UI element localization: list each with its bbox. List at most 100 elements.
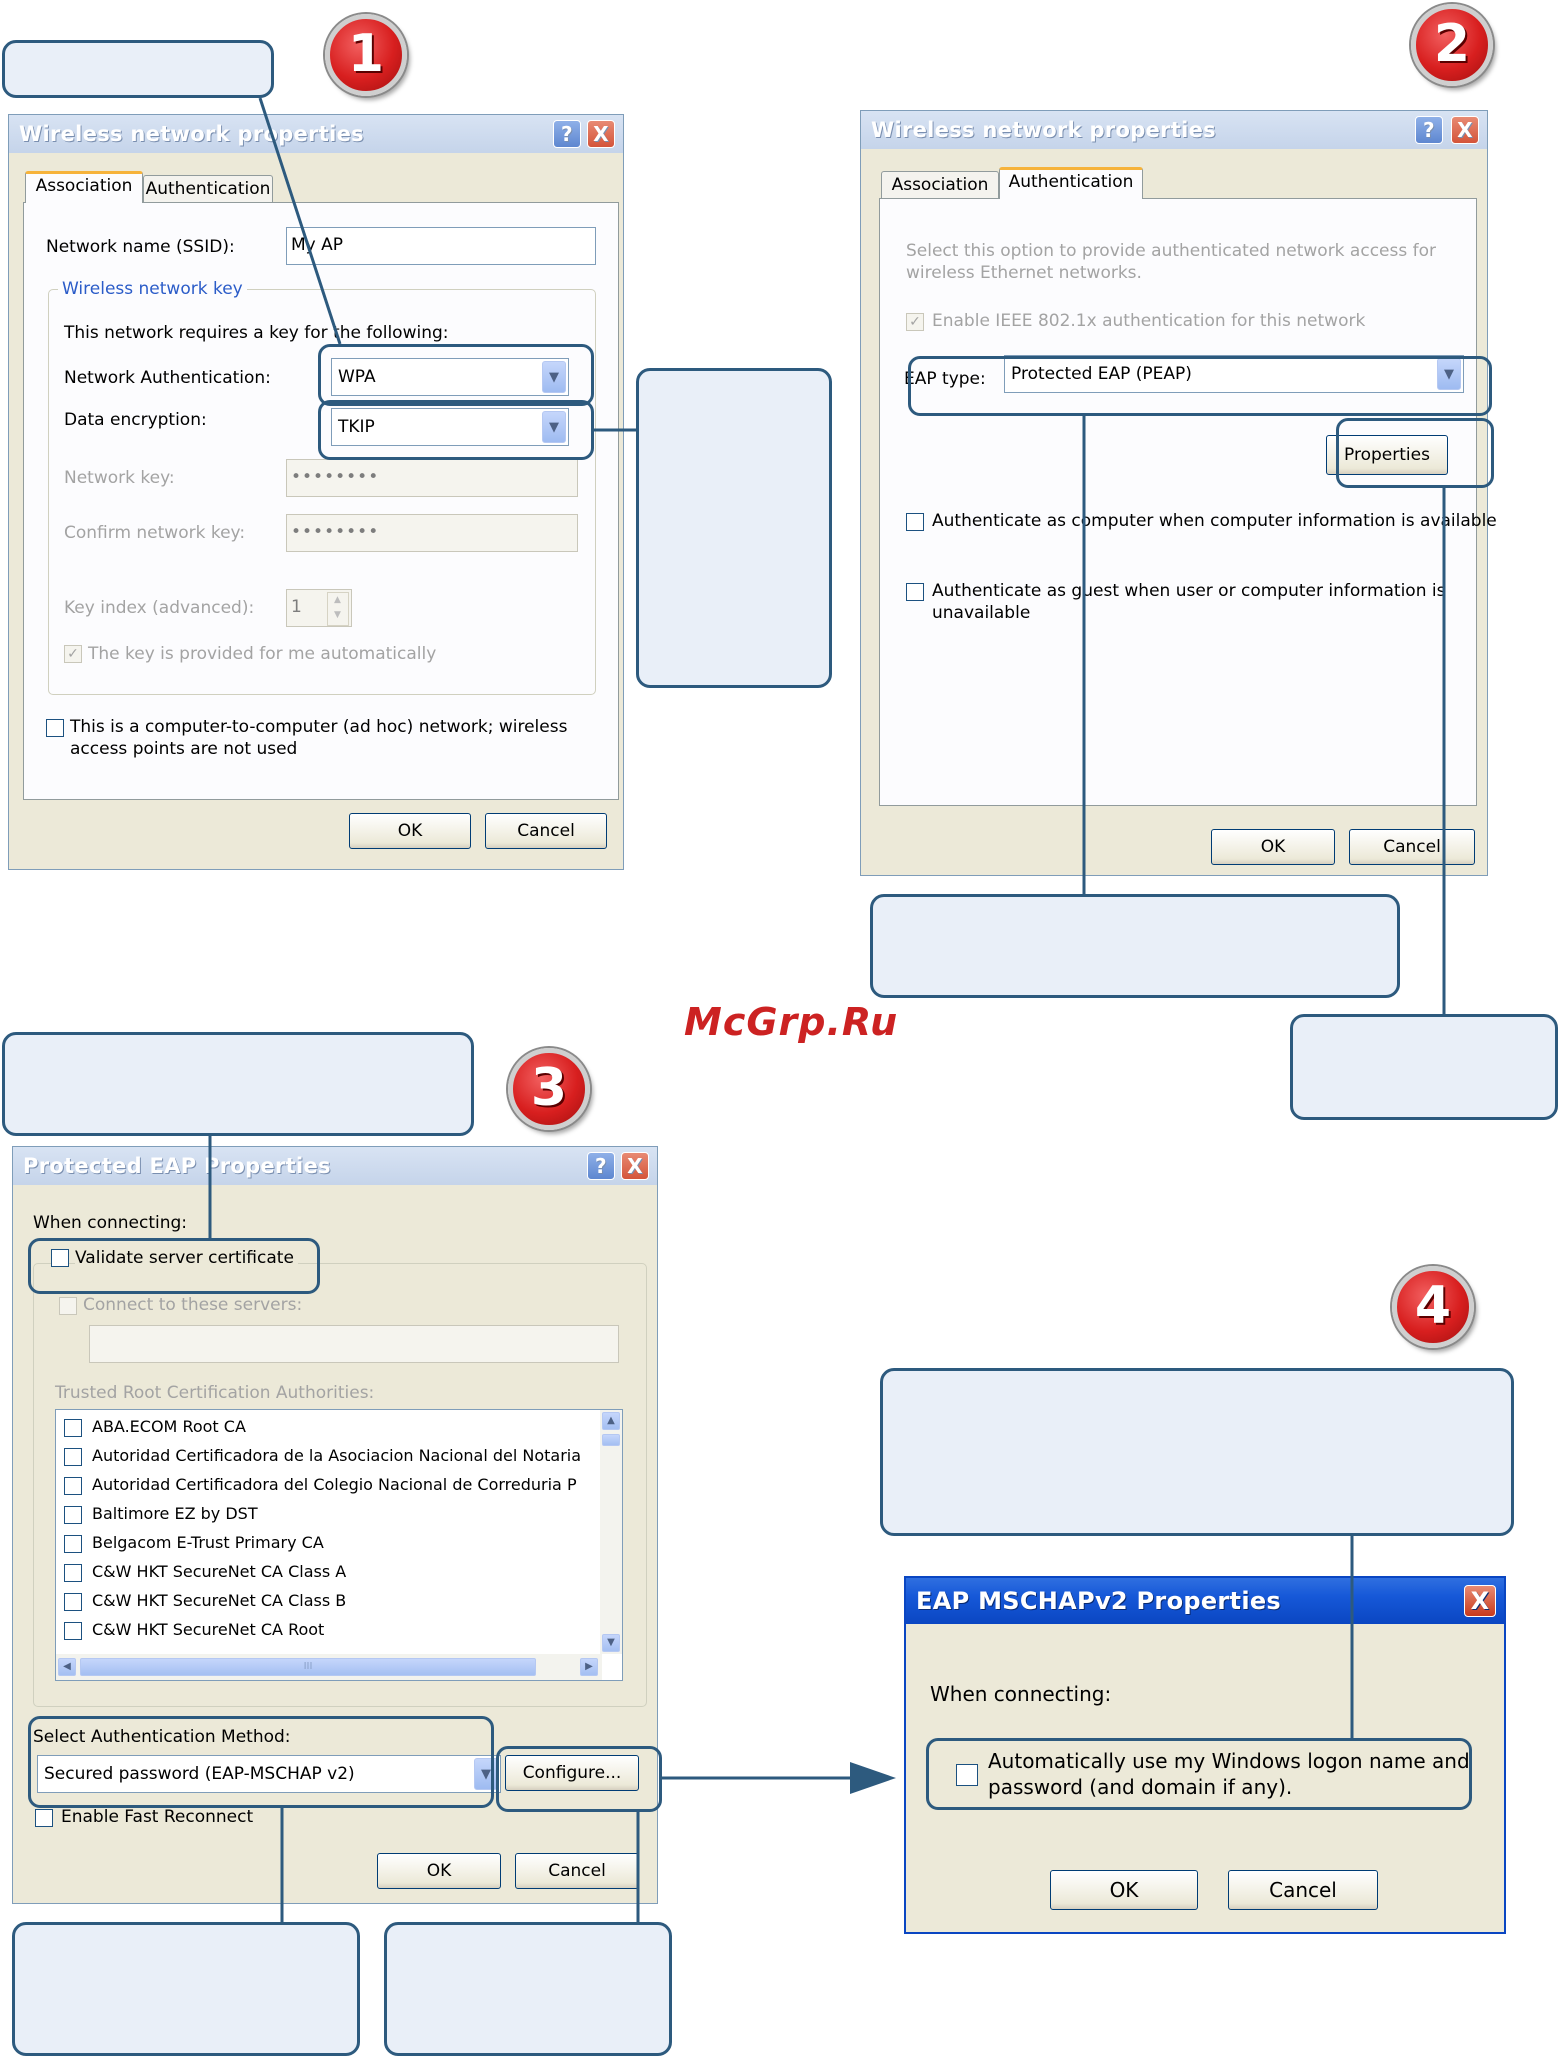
authenticate-guest-checkbox[interactable] [906, 583, 924, 601]
cert-checkbox[interactable] [64, 1563, 82, 1582]
enable-8021x-checkbox[interactable]: ✓ [906, 313, 924, 331]
cert-checkbox[interactable] [64, 1476, 82, 1495]
checkmark-icon: ✓ [909, 314, 921, 330]
network-auth-select[interactable]: WPA ▼ [331, 358, 569, 396]
adhoc-label-line2: access points are not used [70, 739, 298, 759]
data-encryption-label: Data encryption: [64, 410, 207, 430]
wireless-properties-dialog-association: Wireless network properties ? X Associat… [8, 114, 624, 870]
eap-mschapv2-properties-dialog: EAP MSCHAPv2 Properties X When connectin… [904, 1576, 1506, 1934]
ok-button[interactable]: OK [349, 813, 471, 849]
data-encryption-select[interactable]: TKIP ▼ [331, 408, 569, 446]
close-icon[interactable]: X [1451, 116, 1479, 144]
scroll-up-icon[interactable]: ▲ [602, 1412, 620, 1430]
tab-association[interactable]: Association [25, 171, 143, 203]
list-item[interactable]: Baltimore EZ by DST [64, 1503, 258, 1525]
close-icon[interactable]: X [1464, 1585, 1496, 1617]
list-item[interactable]: ABA.ECOM Root CA [64, 1416, 246, 1438]
cert-name: Autoridad Certificadora de la Asociacion… [92, 1446, 582, 1465]
callout-step3-top [2, 1032, 474, 1136]
cancel-button[interactable]: Cancel [485, 813, 607, 849]
servers-field[interactable] [89, 1325, 619, 1363]
key-index-stepper[interactable]: 1 ▲▼ [286, 589, 352, 627]
cert-checkbox[interactable] [64, 1592, 82, 1611]
help-icon[interactable]: ? [587, 1152, 615, 1180]
ok-button[interactable]: OK [377, 1853, 501, 1889]
auto-key-checkbox[interactable]: ✓ [64, 645, 82, 663]
certificate-group [33, 1263, 647, 1707]
network-key-label: Network key: [64, 468, 175, 488]
ok-button[interactable]: OK [1050, 1870, 1198, 1910]
scroll-thumb-horizontal[interactable]: III [80, 1658, 536, 1676]
scroll-thumb[interactable] [602, 1434, 620, 1446]
cert-checkbox[interactable] [64, 1621, 82, 1640]
protected-eap-properties-dialog: Protected EAP Properties ? X When connec… [12, 1146, 658, 1904]
properties-button[interactable]: Properties [1326, 435, 1448, 475]
list-item[interactable]: Autoridad Certificadora del Colegio Naci… [64, 1474, 577, 1496]
scroll-left-icon[interactable]: ◀ [58, 1658, 76, 1676]
highlight-eap-type [908, 356, 1492, 416]
list-item[interactable]: C&W HKT SecureNet CA Class A [64, 1561, 346, 1583]
cert-name: Baltimore EZ by DST [92, 1504, 258, 1523]
ok-button[interactable]: OK [1211, 829, 1335, 865]
horizontal-scrollbar[interactable]: ◀ III ▶ [56, 1654, 602, 1680]
highlight-network-auth [318, 344, 594, 406]
list-item[interactable]: C&W HKT SecureNet CA Class B [64, 1590, 346, 1612]
cert-name: Autoridad Certificadora del Colegio Naci… [92, 1475, 577, 1494]
adhoc-checkbox[interactable] [46, 719, 64, 737]
cancel-button[interactable]: Cancel [1349, 829, 1475, 865]
help-icon[interactable]: ? [553, 120, 581, 148]
chevron-down-icon[interactable]: ▼ [542, 361, 566, 393]
cert-checkbox[interactable] [64, 1418, 82, 1437]
step-4-badge: 4 [1392, 1266, 1474, 1348]
when-connecting-label: When connecting: [930, 1682, 1112, 1706]
scroll-down-icon[interactable]: ▼ [602, 1634, 620, 1652]
cert-name: C&W HKT SecureNet CA Class B [92, 1591, 347, 1610]
fast-reconnect-checkbox[interactable] [35, 1809, 53, 1827]
confirm-key-field[interactable]: •••••••• [286, 514, 578, 552]
configure-button[interactable]: Configure... [505, 1755, 639, 1791]
list-item[interactable]: Autoridad Certificadora de la Asociacion… [64, 1445, 581, 1467]
connect-servers-label: Connect to these servers: [83, 1295, 303, 1315]
dialog-title: Wireless network properties [871, 118, 1216, 142]
auth-method-select[interactable]: Secured password (EAP-MSCHAP v2) ▼ [37, 1755, 501, 1793]
auto-logon-label-line1: Automatically use my Windows logon name … [988, 1749, 1470, 1773]
eap-type-select[interactable]: Protected EAP (PEAP) ▼ [1004, 355, 1464, 393]
step-3-badge: 3 [508, 1048, 590, 1130]
cert-name: C&W HKT SecureNet CA Class A [92, 1562, 347, 1581]
ssid-field[interactable]: My AP [286, 227, 596, 265]
list-item[interactable]: Belgacom E-Trust Primary CA [64, 1532, 324, 1554]
requires-key-text: This network requires a key for the foll… [64, 323, 449, 343]
highlight-data-encryption [318, 400, 594, 460]
close-icon[interactable]: X [621, 1152, 649, 1180]
authenticate-guest-label-line1: Authenticate as guest when user or compu… [932, 581, 1446, 601]
chevron-down-icon[interactable]: ▼ [1437, 358, 1461, 390]
authenticate-computer-checkbox[interactable] [906, 513, 924, 531]
cert-checkbox[interactable] [64, 1447, 82, 1466]
vertical-scrollbar[interactable]: ▲ ▼ [600, 1410, 622, 1654]
validate-server-checkbox[interactable] [51, 1249, 69, 1267]
chevron-down-icon[interactable]: ▼ [542, 411, 566, 443]
connect-servers-checkbox[interactable] [59, 1297, 77, 1315]
scroll-right-icon[interactable]: ▶ [580, 1658, 598, 1676]
tab-authentication[interactable]: Authentication [143, 175, 273, 203]
fast-reconnect-label: Enable Fast Reconnect [61, 1807, 254, 1827]
cert-name: C&W HKT SecureNet CA Root [92, 1620, 325, 1639]
authenticate-computer-label: Authenticate as computer when computer i… [932, 511, 1497, 531]
auto-logon-checkbox[interactable] [956, 1764, 978, 1786]
cert-list[interactable]: ABA.ECOM Root CA Autoridad Certificadora… [55, 1409, 623, 1681]
tab-authentication[interactable]: Authentication [999, 167, 1143, 199]
cert-checkbox[interactable] [64, 1534, 82, 1553]
auth-method-value: Secured password (EAP-MSCHAP v2) [44, 1764, 355, 1784]
callout-step3-configure [384, 1922, 672, 2056]
list-item[interactable]: C&W HKT SecureNet CA Root [64, 1619, 324, 1641]
step-1-badge: 1 [325, 14, 407, 96]
cancel-button[interactable]: Cancel [515, 1853, 639, 1889]
highlight-properties-button [1336, 418, 1494, 488]
cert-checkbox[interactable] [64, 1505, 82, 1524]
cancel-button[interactable]: Cancel [1228, 1870, 1378, 1910]
tab-association[interactable]: Association [881, 171, 999, 199]
confirm-key-label: Confirm network key: [64, 523, 246, 543]
close-icon[interactable]: X [587, 120, 615, 148]
spinner-arrows-icon[interactable]: ▲▼ [327, 592, 349, 626]
help-icon[interactable]: ? [1415, 116, 1443, 144]
